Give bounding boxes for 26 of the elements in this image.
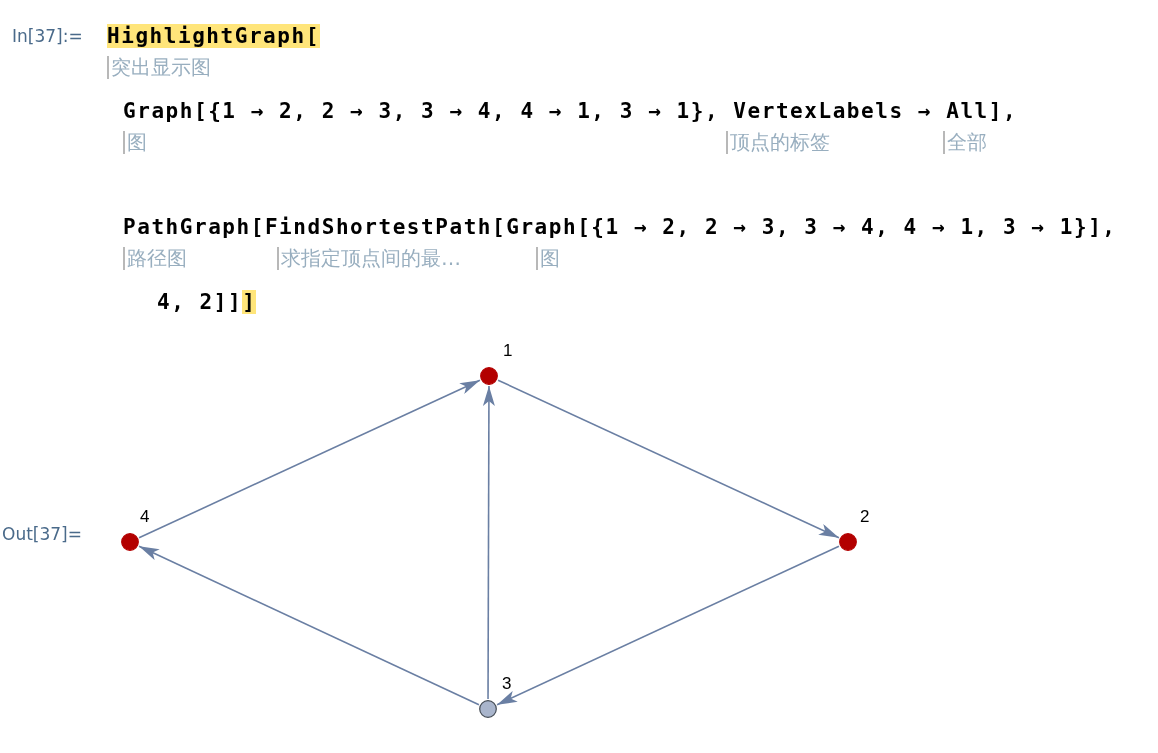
hint-text: 路径图 [123, 247, 187, 270]
hint-text: 顶点的标签 [726, 131, 830, 154]
hint-text: 突出显示图 [107, 56, 211, 79]
arrow [497, 379, 840, 539]
vertex-label: 2 [860, 508, 870, 525]
vertex-label: 1 [503, 342, 513, 359]
code-text: Graph[{1 → 2, 2 → 3, 3 → 4, 4 → 1, 3 → 1}, VertexLabels → All], [123, 99, 1018, 124]
hint-text: 图 [123, 131, 147, 154]
code-text: HighlightGraph[ [107, 24, 320, 49]
vertex-label: 3 [502, 675, 512, 692]
vertex-dot [121, 533, 139, 551]
vertex-label: 4 [140, 508, 150, 525]
vertex-dot [480, 367, 498, 385]
hint-text: 求指定顶点间的最… [277, 247, 461, 270]
arrow [482, 385, 495, 700]
arrow [496, 545, 840, 706]
arrow [138, 545, 480, 706]
code-text: PathGraph[FindShortestPath[Graph[{1 → 2, 2 → 3, 3 → 4, 4 → 1, 3 → 1}], [123, 215, 1117, 240]
input-prompt: In[37]:= [12, 27, 83, 47]
vertex-dot [839, 533, 857, 551]
code-text: 4, 2]]] [157, 290, 257, 315]
arrow [138, 379, 481, 539]
hint-text: 全部 [943, 131, 987, 154]
vertex-dot [479, 700, 497, 718]
hint-text: 图 [536, 247, 560, 270]
output-prompt: Out[37]= [2, 525, 82, 545]
